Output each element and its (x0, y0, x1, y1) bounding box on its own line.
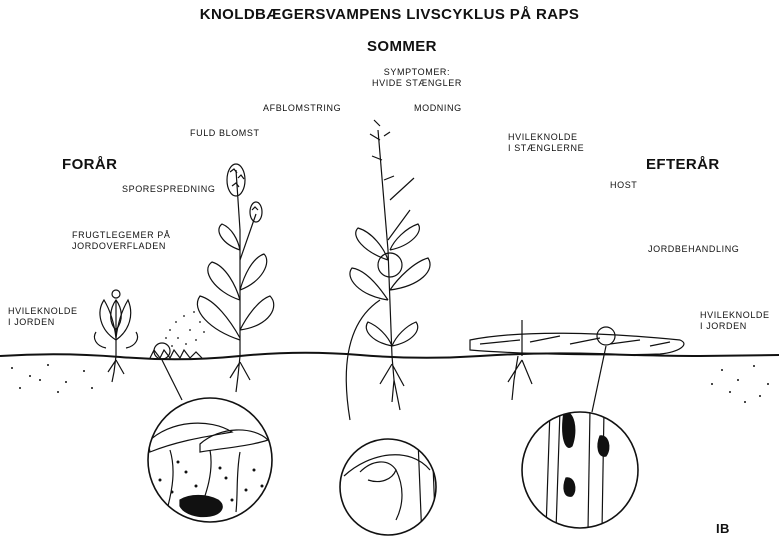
label-resting-soil-left: HVILEKNOLDE I JORDEN (8, 306, 78, 328)
young-plant (94, 290, 137, 382)
label-full-bloom: FULD BLOMST (190, 128, 260, 139)
ripening-plant (346, 120, 430, 420)
label-fruit-bodies: FRUGTLEGEMER PÅ JORDOVERFLADEN (72, 230, 171, 252)
artist-signature: IB (716, 520, 730, 537)
label-soil-treatment: JORDBEHANDLING (648, 244, 739, 255)
diagram-title: KNOLDBÆGERSVAMPENS LIVSCYKLUS PÅ RAPS (0, 6, 779, 23)
zoom-circle-apothecia (148, 360, 272, 522)
apothecia-on-soil (150, 343, 202, 359)
season-spring: FORÅR (62, 156, 117, 173)
label-resting-stems: HVILEKNOLDE I STÆNGLERNE (508, 132, 584, 154)
label-resting-soil-right: HVILEKNOLDE I JORDEN (700, 310, 770, 332)
label-spore-dispersal: SPORESPREDNING (122, 184, 215, 195)
spore-dots (165, 311, 205, 347)
season-summer: SOMMER (367, 38, 437, 55)
zoom-circle-stem (340, 439, 436, 540)
label-modning: MODNING (414, 103, 462, 114)
zoom-circle-sclerotia (522, 346, 638, 530)
season-autumn: EFTERÅR (646, 156, 720, 173)
label-afblomstring: AFBLOMSTRING (263, 103, 341, 114)
label-symptoms: SYMPTOMER: HVIDE STÆNGLER (372, 67, 462, 89)
soil-dots (11, 364, 769, 403)
stubble-residue (470, 320, 684, 400)
label-harvest: HOST (610, 180, 637, 191)
